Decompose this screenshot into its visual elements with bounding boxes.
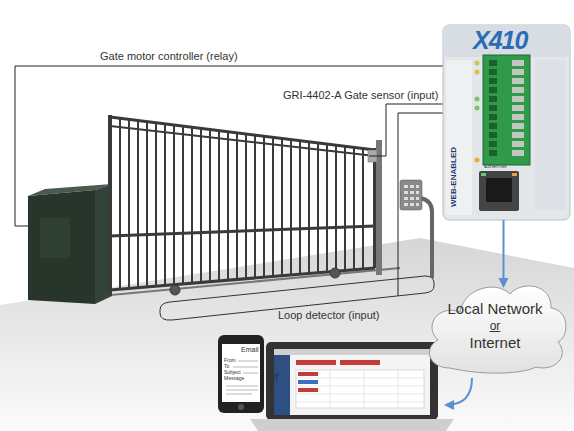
wire-label: Gate motor controller (relay) (100, 50, 238, 63)
sliding-gate (108, 115, 112, 292)
sliding-gate (330, 268, 340, 278)
sliding-gate (110, 115, 375, 295)
cloud-text: Internet (420, 334, 570, 352)
laptop (298, 388, 318, 392)
controller-module (483, 55, 530, 165)
wiring (15, 66, 484, 226)
laptop (298, 380, 318, 384)
controller-module (475, 106, 480, 111)
controller-module (489, 60, 497, 156)
smartphone (218, 335, 264, 413)
laptop (296, 370, 424, 408)
laptop (250, 342, 454, 431)
gate-track (100, 268, 400, 296)
laptop (274, 349, 430, 415)
wire-label: GRI-4402-A Gate sensor (input) (283, 89, 438, 102)
network-to-laptop-arrow (446, 378, 472, 405)
wiring (15, 66, 484, 296)
model-name: X410 (473, 26, 527, 55)
gate-motor-box (28, 184, 112, 304)
controller-module (535, 60, 565, 210)
controller-module: X410WEB-ENABLED Ethernet (443, 25, 570, 220)
network-arrow (503, 220, 505, 286)
controller-module (443, 25, 570, 220)
network-cloud: Local NetworkorInternet (420, 280, 570, 375)
controller-module (443, 25, 570, 57)
controller-module (479, 171, 519, 211)
smartphone (218, 335, 264, 413)
phone-screen-text: Email (241, 346, 259, 354)
keypad-post (400, 180, 432, 278)
controller-module (475, 158, 480, 163)
laptop (298, 372, 318, 376)
gate-post (368, 140, 382, 275)
laptop (274, 349, 430, 355)
laptop (266, 342, 438, 420)
gate-motor-box (28, 190, 95, 304)
network-to-laptop-arrow (446, 378, 472, 405)
phone-screen-text: To (224, 363, 229, 369)
laptop (274, 355, 290, 415)
controller-module (446, 60, 472, 215)
gate-motor-box (40, 218, 70, 258)
keypad-post (400, 180, 422, 210)
keypad-post (420, 198, 432, 278)
laptop (340, 360, 380, 365)
laptop (250, 419, 454, 431)
smartphone (238, 404, 244, 410)
laptop (296, 370, 424, 408)
controller-module (475, 61, 480, 66)
wire-label: Loop detector (input) (278, 309, 380, 322)
controller-module (475, 97, 480, 102)
controller-module (512, 60, 524, 156)
port-label: Ethernet (484, 163, 507, 169)
smartphone (222, 344, 260, 402)
controller-module (475, 70, 480, 75)
separator-text: Or (266, 371, 279, 384)
laptop (296, 360, 336, 365)
module-caption: WEB-ENABLED (449, 147, 458, 207)
controller-module (512, 173, 517, 176)
cloud-text: Local Network (420, 300, 570, 318)
phone-screen-text: Message (224, 375, 244, 381)
sliding-gate (120, 118, 363, 289)
controller-module (443, 25, 570, 220)
gate-track (100, 268, 400, 296)
phone-screen-text: From (224, 357, 236, 363)
keypad-post (404, 185, 419, 206)
controller-module (486, 178, 512, 202)
phone-screen-text: Subject (224, 369, 241, 375)
sliding-gate (170, 285, 180, 295)
controller-module (481, 173, 486, 176)
sliding-gate (110, 268, 375, 290)
cloud-text: or (420, 318, 570, 334)
